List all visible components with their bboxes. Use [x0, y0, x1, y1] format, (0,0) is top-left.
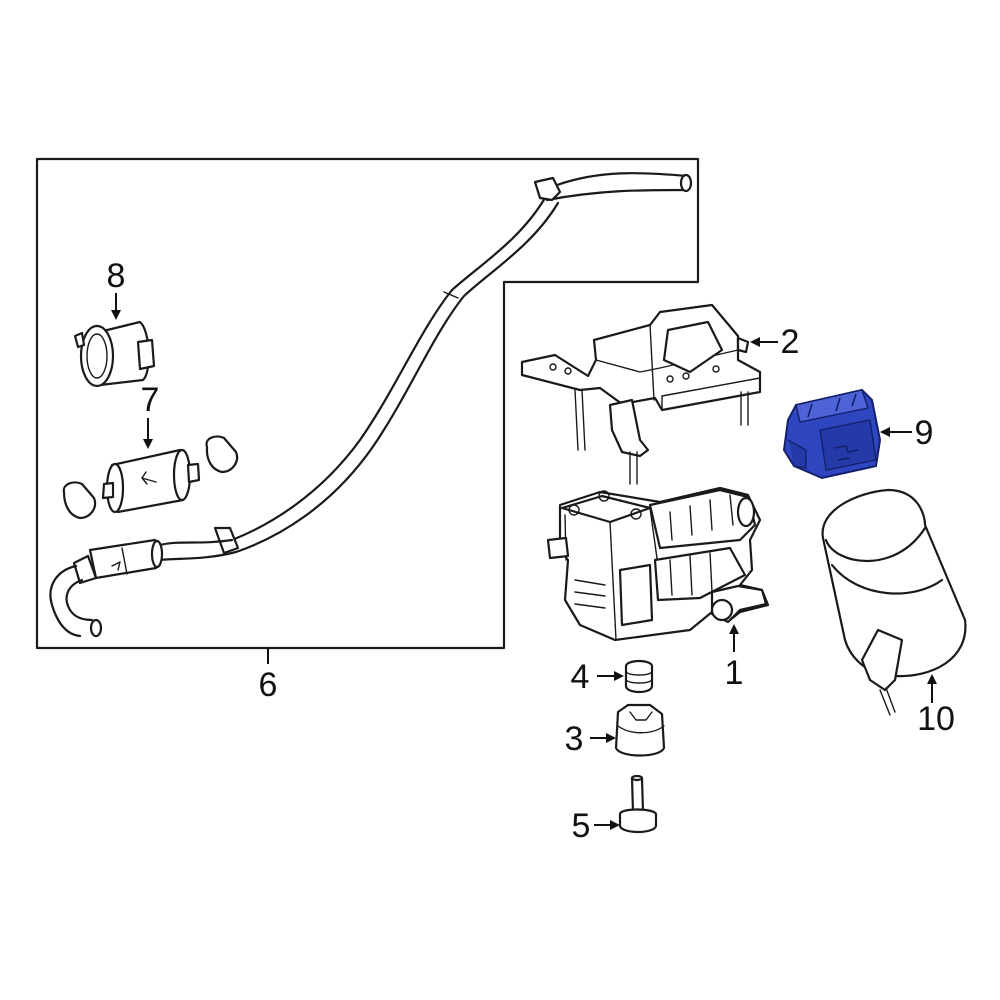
callout-7: 7 [141, 381, 160, 419]
part-4-bushing[interactable] [624, 659, 654, 694]
callout-8: 8 [107, 257, 126, 295]
part-2-bracket[interactable] [520, 303, 762, 485]
callout-6: 6 [259, 666, 278, 704]
part-9-relay-highlighted[interactable] [782, 388, 882, 480]
part-6-group-box [35, 157, 700, 650]
part-8-filter-housing[interactable] [73, 320, 156, 388]
part-10-reservoir[interactable] [821, 488, 967, 716]
callout-5: 5 [572, 807, 591, 845]
part-1-compressor[interactable] [546, 486, 770, 642]
part-5-bolt[interactable] [618, 774, 658, 834]
callout-2: 2 [781, 323, 800, 361]
callout-10: 10 [917, 700, 955, 738]
callout-1: 1 [725, 654, 744, 692]
callout-4: 4 [571, 658, 590, 696]
part-3-mount[interactable] [614, 703, 666, 757]
part-6-air-line[interactable] [49, 172, 693, 638]
callout-9: 9 [915, 414, 934, 452]
callout-3: 3 [565, 720, 584, 758]
part-7-inline-filter[interactable] [62, 435, 239, 520]
